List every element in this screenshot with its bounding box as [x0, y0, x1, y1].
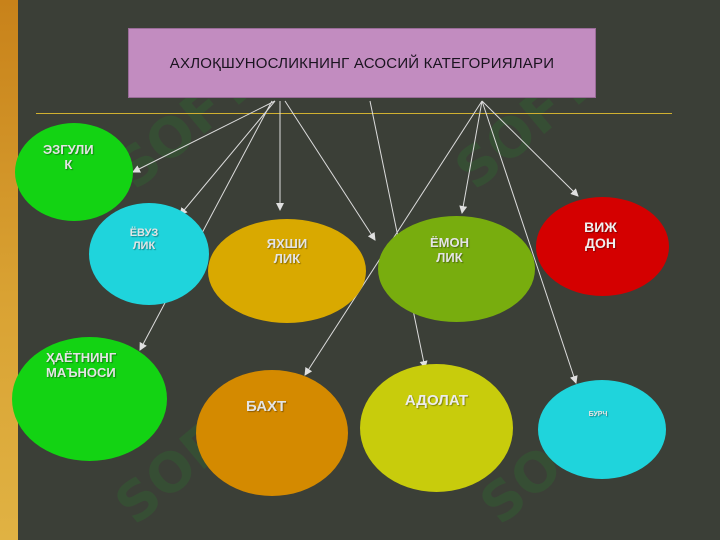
node-vijdon-label: ВИЖ ДОН	[584, 219, 617, 252]
node-adolat: АДОЛАТ	[360, 364, 513, 492]
node-yovuzlik: ЁВУЗ ЛИК	[89, 203, 209, 305]
arrow-yomonlik-2	[459, 100, 483, 214]
node-bakht: БАХТ	[196, 370, 348, 496]
node-burch-label: БУРЧ	[588, 411, 608, 418]
node-yomonlik: ЁМОН ЛИК	[378, 216, 535, 322]
node-bakht-label: БАХТ	[246, 398, 287, 415]
divider-line	[36, 113, 672, 114]
node-vijdon: ВИЖ ДОН	[536, 197, 669, 296]
node-yomonlik-label: ЁМОН ЛИК	[429, 235, 470, 265]
node-ezgulik-label: ЭЗГУЛИ К	[43, 142, 94, 172]
arrow-yomonlik	[284, 100, 376, 241]
arrow-vijdon	[481, 100, 579, 197]
arrow-yovuzlik	[179, 100, 276, 216]
title-box: АХЛОҚШУНОСЛИКНИНГ АСОСИЙ КАТЕГОРИЯЛАРИ	[128, 28, 596, 98]
node-adolat-label: АДОЛАТ	[404, 392, 469, 409]
diagram-title: АХЛОҚШУНОСЛИКНИНГ АСОСИЙ КАТЕГОРИЯЛАРИ	[169, 54, 555, 72]
node-yakhshilik-label: ЯХШИ ЛИК	[266, 236, 308, 266]
arrow-hayotning-manosi	[139, 100, 273, 351]
node-yakhshilik: ЯХШИ ЛИК	[208, 219, 366, 323]
arrow-ezgulik	[132, 100, 276, 173]
arrow-burch	[481, 100, 578, 384]
node-yovuzlik-label: ЁВУЗ ЛИК	[129, 227, 159, 252]
node-hayotning-manosi-label: ҲАЁТНИНГ МАЪНОСИ	[46, 350, 117, 380]
node-burch: БУРЧ	[538, 380, 666, 479]
node-ezgulik: ЭЗГУЛИ К	[15, 123, 133, 221]
node-hayotning-manosi: ҲАЁТНИНГ МАЪНОСИ	[12, 337, 167, 461]
